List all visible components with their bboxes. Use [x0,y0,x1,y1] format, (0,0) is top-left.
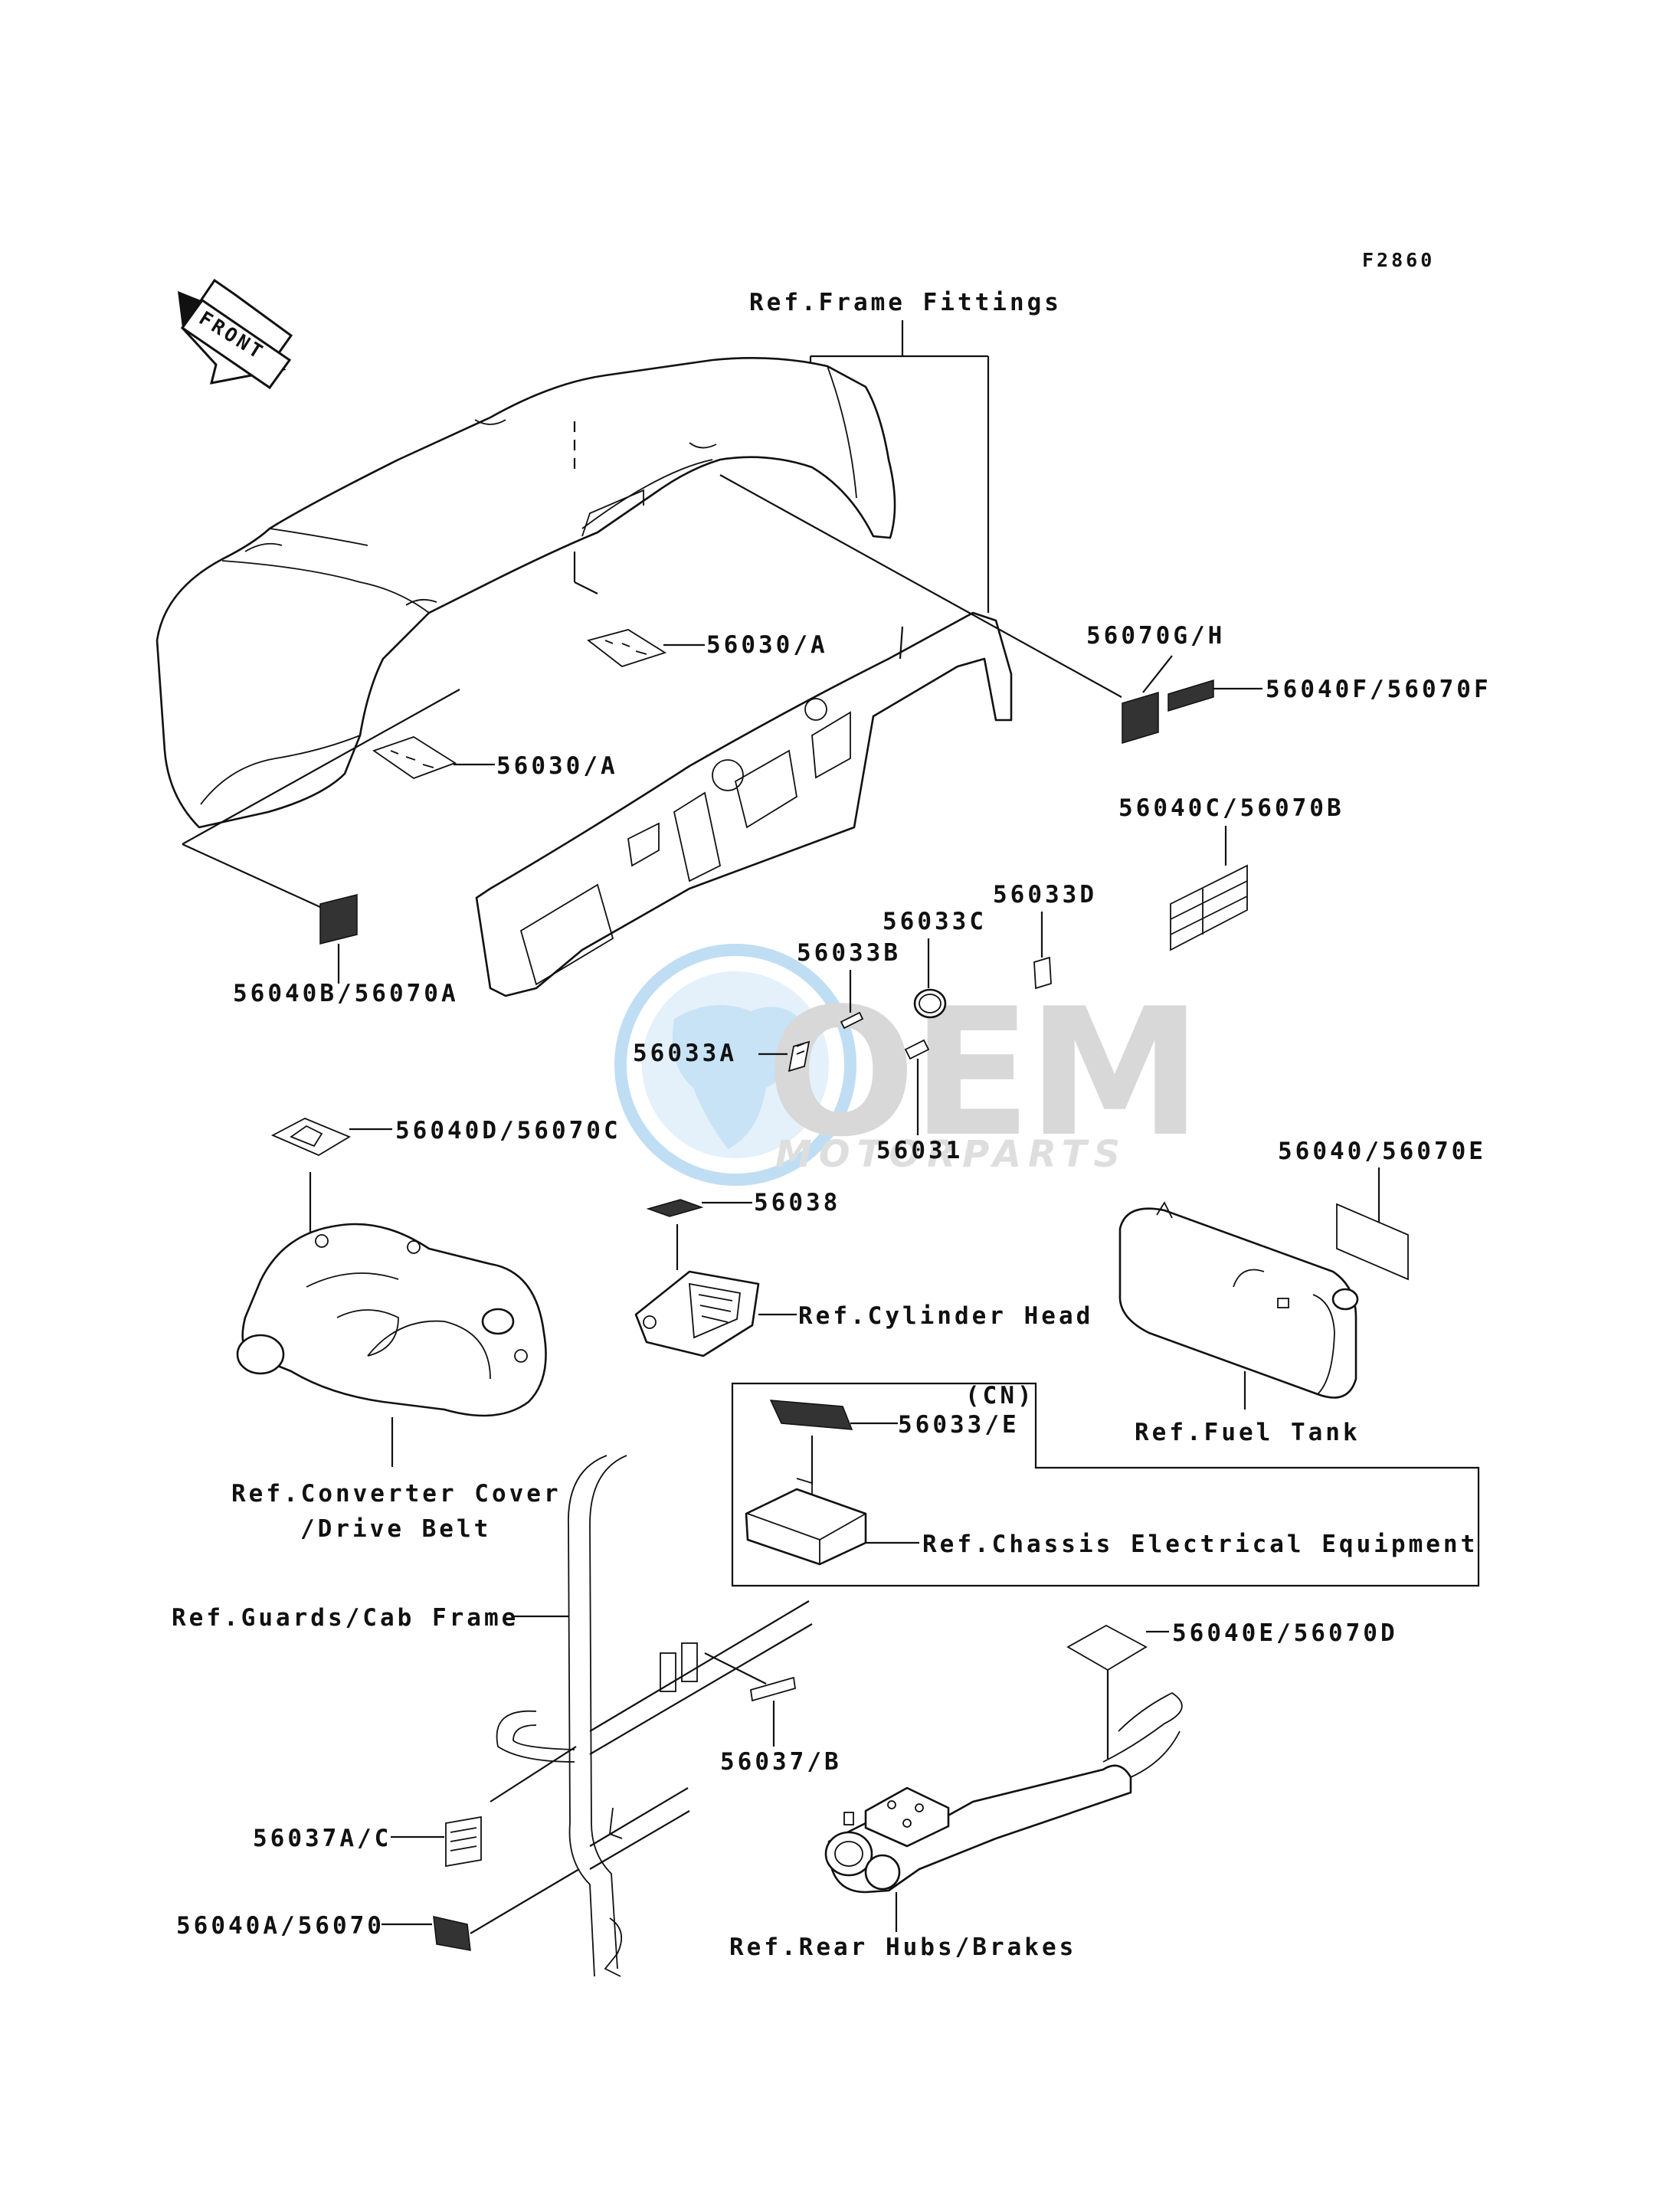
label-56033c: 56033C [883,908,987,935]
part-56038: 56038 [646,1189,840,1270]
label-56070gh: 56070G/H [1086,622,1225,650]
cylinder-head-cover: Ref.Cylinder Head [634,1270,1093,1357]
part-56033c: 56033C [883,908,987,1019]
part-56030a-top: 56030/A [587,629,828,668]
fuel-tank: Ref.Fuel Tank [1118,1201,1361,1446]
label-56037b: 56037/B [720,1748,842,1776]
label-56030a-left: 56030/A [496,752,618,780]
part-56040d: 56040D/56070C [270,1117,621,1256]
cab-frame: Ref.Guards/Cab Frame [172,1455,813,1977]
label-ref-fuel-tank: Ref.Fuel Tank [1135,1419,1361,1446]
part-56033a: 56033A [633,1040,811,1072]
label-cn: (CN) [965,1382,1035,1410]
watermark-globe-icon [614,944,856,1186]
label-56038: 56038 [754,1189,840,1216]
label-ref-cylinder-head: Ref.Cylinder Head [798,1302,1093,1330]
rear-fender-body [156,357,896,829]
watermark: OEM MOTORPARTS [614,944,1203,1186]
label-56040-fuel: 56040/56070E [1278,1138,1486,1165]
part-56030a-left: 56030/A [372,736,618,780]
label-ref-chassis: Ref.Chassis Electrical Equipment [922,1531,1478,1558]
label-56033e: 56033/E [898,1411,1020,1439]
cn-box: (CN) 56033/E Ref.Chassis Electrical Equi… [731,1382,1480,1587]
label-56033a: 56033A [633,1040,737,1067]
label-56040c: 56040C/56070B [1118,794,1344,822]
part-56031: 56031 [876,1039,963,1164]
part-56040f: 56040F/56070F [1167,676,1492,712]
label-56040d: 56040D/56070C [395,1117,621,1144]
figure-code: F2860 [1362,249,1435,271]
label-ref-converter-1: Ref.Converter Cover [231,1480,562,1508]
label-56030a-top: 56030/A [706,631,828,659]
watermark-brand: OEM [766,971,1198,1176]
label-56040f: 56040F/56070F [1266,676,1492,703]
part-56070gh: 56070G/H [1086,622,1225,745]
part-56033b: 56033B [797,939,901,1030]
part-56037b: 56037/B [704,1652,842,1776]
part-56033d: 56033D [993,881,1097,990]
part-56040c: 56040C/56070B [1118,794,1344,951]
front-arrow-icon: FRONT [178,278,293,390]
label-56033d: 56033D [993,881,1097,909]
part-56040a: 56040A/56070 [176,1868,580,1951]
rear-hub-arm: Ref.Rear Hubs/Brakes [729,1691,1183,1961]
label-ref-rear-hubs: Ref.Rear Hubs/Brakes [729,1933,1076,1961]
label-56040a: 56040A/56070 [176,1912,385,1940]
ref-frame-fittings-label: Ref.Frame Fittings [749,289,1062,316]
label-ref-converter-2: /Drive Belt [300,1515,491,1543]
part-56040-fuel: 56040/56070E [1278,1138,1486,1281]
converter-cover: Ref.Converter Cover /Drive Belt [231,1223,562,1543]
label-ref-guards: Ref.Guards/Cab Frame [172,1604,519,1632]
part-56040b: 56040B/56070A [182,689,460,1007]
watermark-sub: MOTORPARTS [775,1133,1127,1176]
label-56031: 56031 [876,1137,963,1164]
label-56037ac: 56037A/C [253,1825,391,1852]
label-56040e: 56040E/56070D [1172,1619,1398,1647]
label-56040b: 56040B/56070A [233,980,459,1007]
part-56040e: 56040E/56070D [1066,1619,1398,1759]
dashboard-panel [475,611,1013,997]
part-56037ac: 56037A/C [253,1746,577,1868]
label-56033b: 56033B [797,939,901,967]
